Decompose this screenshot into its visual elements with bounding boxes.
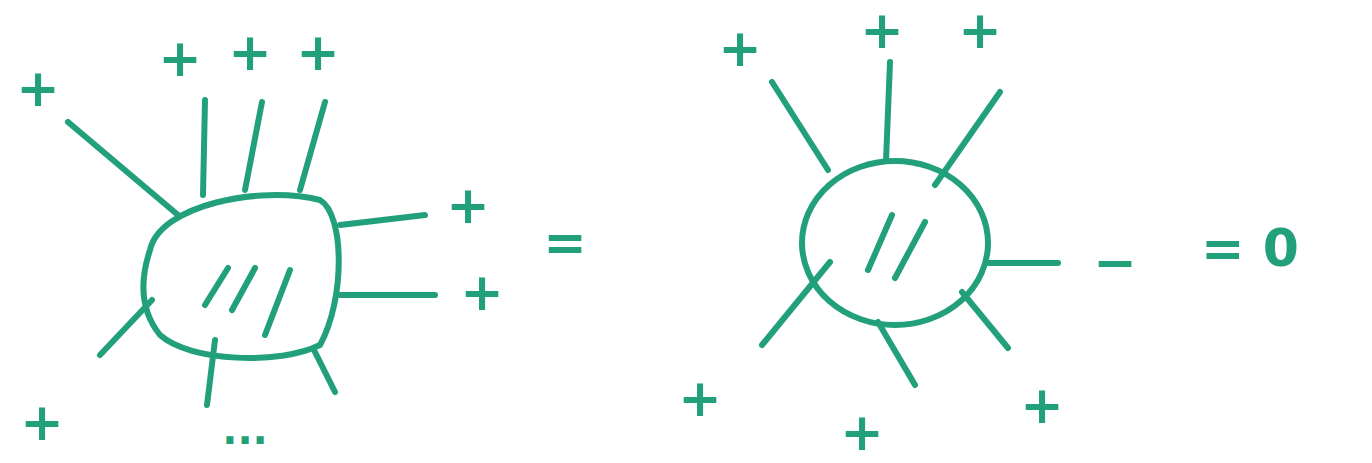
right-blob	[762, 62, 1058, 385]
left-blob	[68, 100, 435, 405]
helicity-label: +	[20, 396, 64, 448]
helicity-label: = 0	[1201, 222, 1299, 274]
helicity-label: +	[958, 4, 1002, 56]
helicity-label: +	[1020, 379, 1064, 431]
helicity-label: +	[678, 372, 722, 424]
helicity-label: =	[543, 216, 587, 268]
helicity-label: +	[16, 62, 60, 114]
helicity-label: +	[158, 32, 202, 84]
helicity-label: +	[840, 406, 884, 458]
helicity-label: ...	[222, 410, 268, 450]
helicity-label: +	[296, 26, 340, 78]
helicity-label: +	[460, 266, 504, 318]
helicity-label: +	[446, 179, 490, 231]
helicity-label: +	[718, 22, 762, 74]
helicity-label: −	[1093, 236, 1137, 288]
helicity-label: +	[860, 4, 904, 56]
helicity-label: +	[228, 26, 272, 78]
